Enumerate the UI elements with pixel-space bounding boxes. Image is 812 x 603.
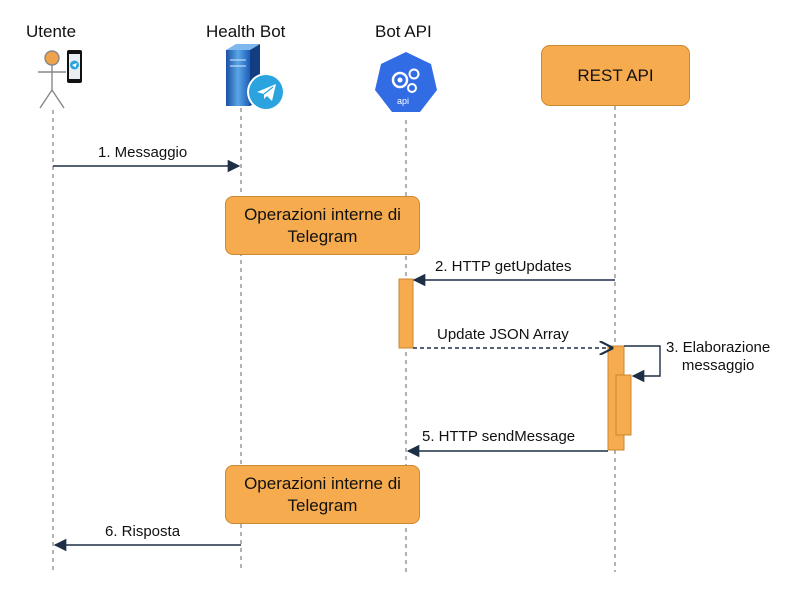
- note-telegram-ops-2-line2: Telegram: [287, 495, 358, 515]
- message-3-line1: 3. Elaborazione: [666, 339, 771, 356]
- activation-bot-api: [398, 278, 414, 349]
- note-telegram-ops-1: Operazioni interne di Telegram: [225, 196, 420, 255]
- note-telegram-ops-2: Operazioni interne di Telegram: [225, 465, 420, 524]
- message-1-label: 1. Messaggio: [98, 144, 188, 161]
- participant-bot-api-label: Bot API: [375, 22, 432, 41]
- phone-telegram-icon: [67, 50, 82, 83]
- note-telegram-ops-2-line1: Operazioni interne di: [244, 474, 401, 494]
- api-badge-text: api: [397, 96, 410, 106]
- participant-user-label: Utente: [26, 22, 77, 41]
- participant-health-bot-label: Health Bot: [206, 22, 286, 41]
- message-2-label: 2. HTTP getUpdates: [435, 258, 572, 275]
- note-telegram-ops-1-line1: Operazioni interne di: [244, 205, 401, 225]
- participant-rest-api-label: REST API: [577, 65, 654, 85]
- server-telegram-icon: [226, 44, 285, 111]
- message-6-label: 6. Risposta: [105, 523, 181, 540]
- message-3-line2: messaggio: [681, 357, 755, 374]
- note-telegram-ops-1-line2: Telegram: [287, 226, 358, 246]
- api-gear-icon: [371, 48, 441, 115]
- arrow-elaborazione: [624, 345, 661, 383]
- message-3-label: 3. Elaborazione messaggio: [666, 339, 770, 375]
- message-5-label: 5. HTTP sendMessage: [422, 428, 576, 445]
- message-return-label: Update JSON Array: [437, 326, 569, 343]
- stick-figure-icon: [38, 50, 66, 109]
- participant-rest-api-box: REST API: [541, 45, 690, 106]
- activation-rest-api-nested: [615, 374, 632, 436]
